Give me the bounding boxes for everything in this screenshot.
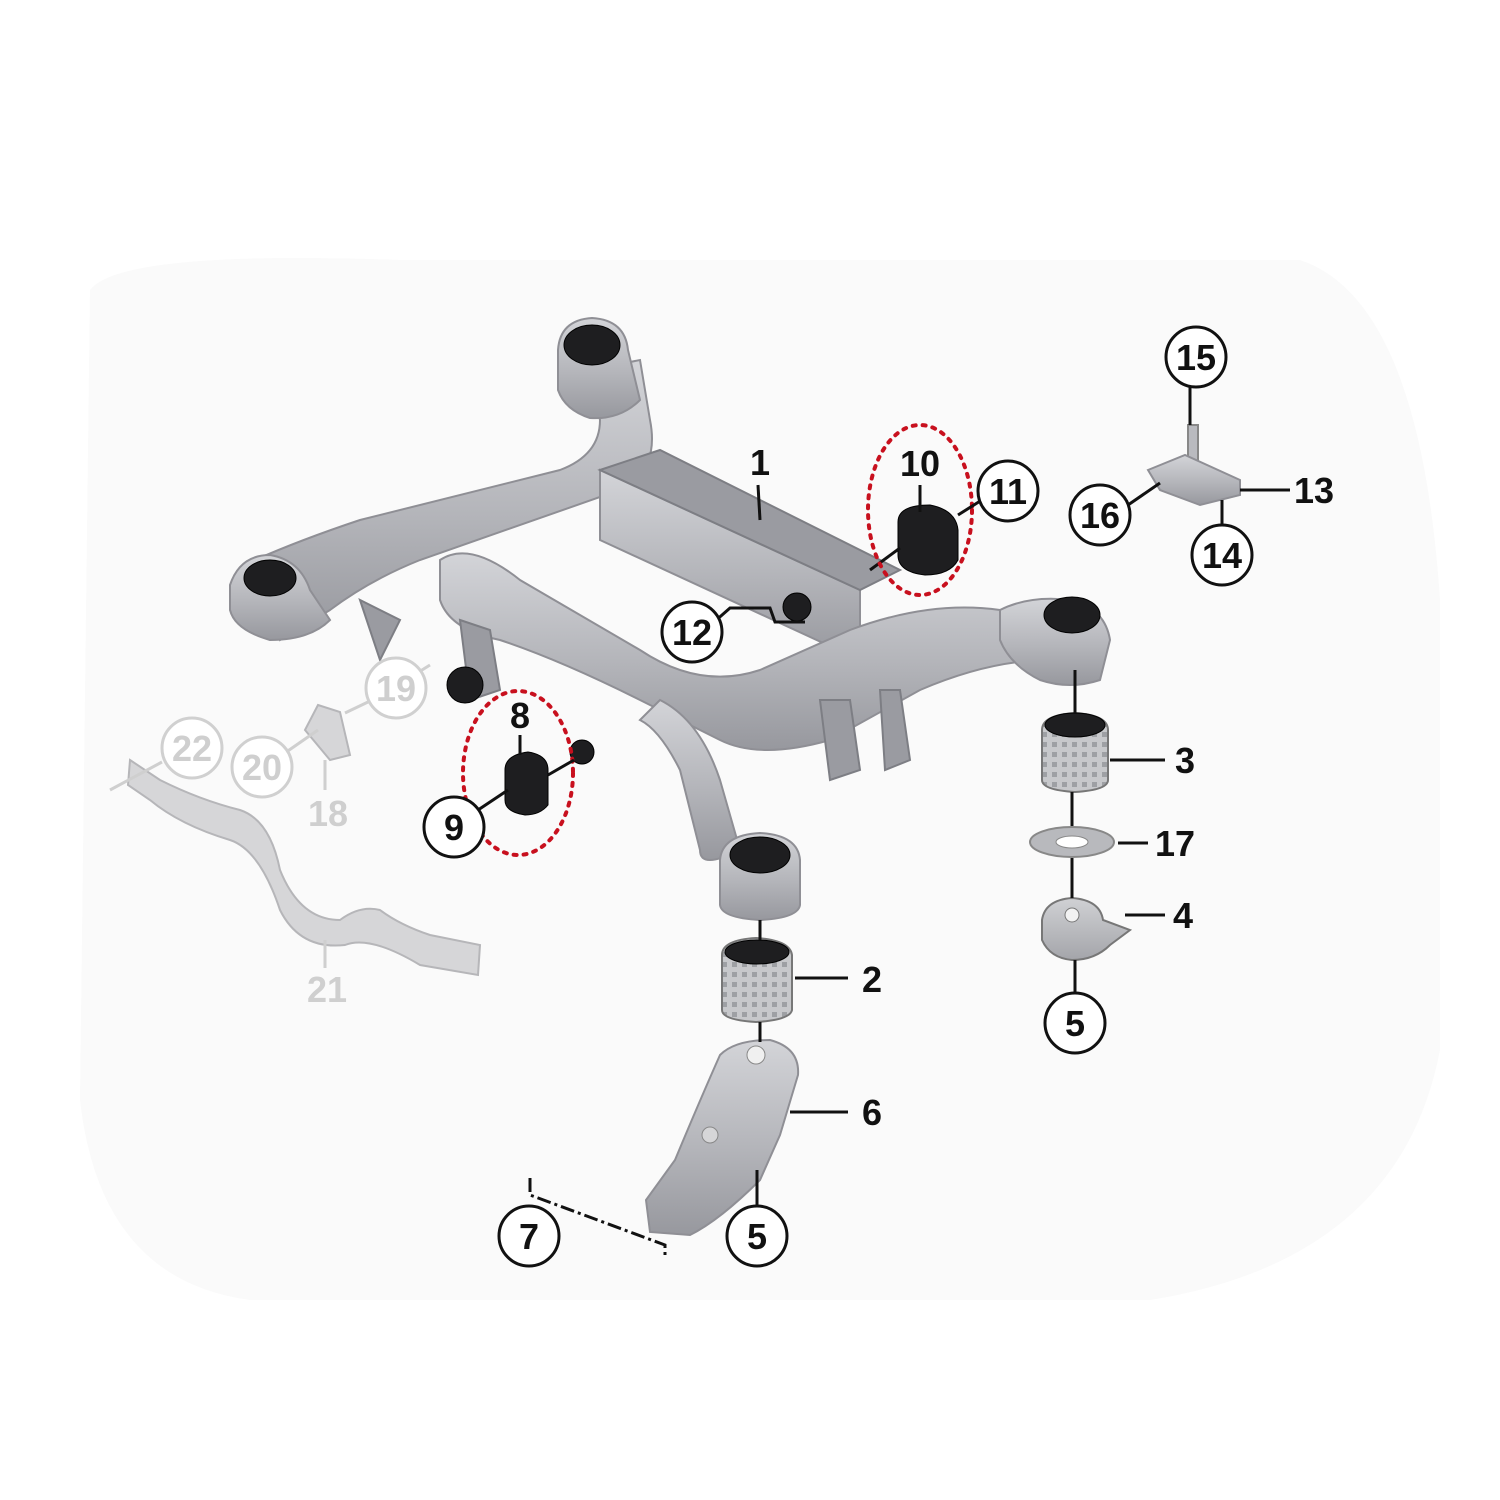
callout-20: 20 — [242, 747, 282, 788]
leader-lines — [109, 382, 1290, 1255]
callout-5-bottom-circle — [725, 1204, 789, 1268]
callout-6: 6 — [862, 1092, 882, 1133]
callout-9-circle — [422, 795, 486, 859]
callout-18: 18 — [308, 793, 348, 834]
callout-4: 4 — [1173, 895, 1193, 936]
bracket-6 — [644, 1038, 800, 1237]
callout-19-circle — [364, 656, 428, 720]
bushing-8-9 — [504, 751, 549, 816]
rear-axle-subframe — [229, 316, 1112, 922]
callout-9: 9 — [444, 807, 464, 848]
callout-2: 2 — [862, 959, 882, 1000]
callout-7: 7 — [519, 1216, 539, 1257]
callout-5-right: 5 — [1065, 1003, 1085, 1044]
callout-1: 1 — [750, 442, 770, 483]
bushing-10-11 — [869, 504, 959, 576]
callout-11: 11 — [989, 471, 1027, 512]
callout-12-circle — [660, 600, 724, 664]
callout-10: 10 — [900, 443, 940, 484]
highlight-ring-8-9 — [461, 689, 575, 857]
callout-11-circle — [976, 459, 1040, 523]
callout-12: 12 — [672, 612, 712, 653]
mount-4 — [1041, 896, 1133, 962]
callout-14-circle — [1190, 523, 1254, 587]
callout-15: 15 — [1176, 337, 1216, 378]
callout-22-circle — [160, 716, 224, 780]
bracket-13-16 — [1146, 424, 1241, 507]
callouts: 1 2 3 4 5 5 6 7 8 9 10 11 12 13 14 15 16… — [160, 325, 1334, 1268]
callout-3: 3 — [1175, 740, 1195, 781]
bushing-3 — [1041, 711, 1109, 794]
callout-16-circle — [1068, 483, 1132, 547]
callout-15-circle — [1164, 325, 1228, 389]
callout-19: 19 — [376, 668, 416, 709]
callout-16: 16 — [1080, 495, 1120, 536]
highlight-ring-10-11 — [866, 423, 974, 597]
stabilizer-bar-21 — [126, 758, 482, 977]
callout-8: 8 — [510, 695, 530, 736]
bushing-2 — [721, 936, 793, 1024]
callout-22: 22 — [172, 728, 212, 769]
callout-20-circle — [230, 735, 294, 799]
callout-5-right-circle — [1043, 991, 1107, 1055]
callout-14: 14 — [1202, 535, 1242, 576]
callout-5-bottom: 5 — [747, 1216, 767, 1257]
bracket-18-20 — [303, 703, 352, 762]
washer-17 — [1029, 826, 1115, 858]
callout-7-circle — [497, 1204, 561, 1268]
callout-17: 17 — [1155, 823, 1195, 864]
callout-13: 13 — [1294, 470, 1334, 511]
callout-21: 21 — [307, 969, 347, 1010]
